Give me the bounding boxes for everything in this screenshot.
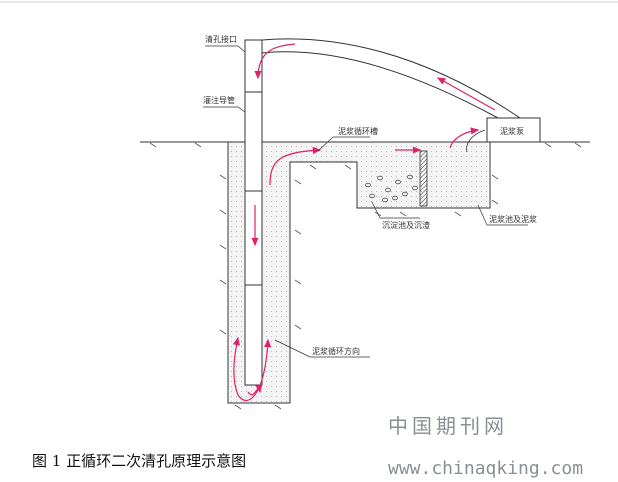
tremie-pipe [244, 39, 263, 386]
borehole-and-pits-outline [227, 142, 491, 404]
baffle-wall [419, 150, 428, 207]
mud-pump-box [486, 117, 541, 143]
cleaning-interface-label: 清孔接口 [205, 34, 237, 44]
hose-outer [261, 38, 521, 119]
mud-pit-label: 泥浆池及泥浆 [489, 214, 537, 224]
flow-direction-label: 泥浆循环方向 [312, 346, 360, 356]
mud-fill [228, 142, 488, 403]
mud-pump-label: 泥浆泵 [500, 126, 524, 136]
tremie-pipe-label: 灌注导管 [203, 95, 235, 105]
watermark-url: www.chinaqking.com [388, 458, 584, 479]
soil-hatch-marks [149, 142, 582, 410]
settling-pit-label: 沉淀池及沉渣 [382, 220, 430, 230]
pump-outlet [466, 129, 486, 153]
flow-arrows [232, 43, 496, 401]
sediment-stones [365, 174, 418, 203]
mud-channel-label: 泥浆循环槽 [338, 126, 378, 136]
hose-inner [261, 51, 499, 119]
figure-caption: 图 1 正循环二次清孔原理示意图 [32, 452, 247, 470]
watermark-name: 中国期刊网 [388, 414, 508, 438]
leader-lines [203, 45, 528, 358]
